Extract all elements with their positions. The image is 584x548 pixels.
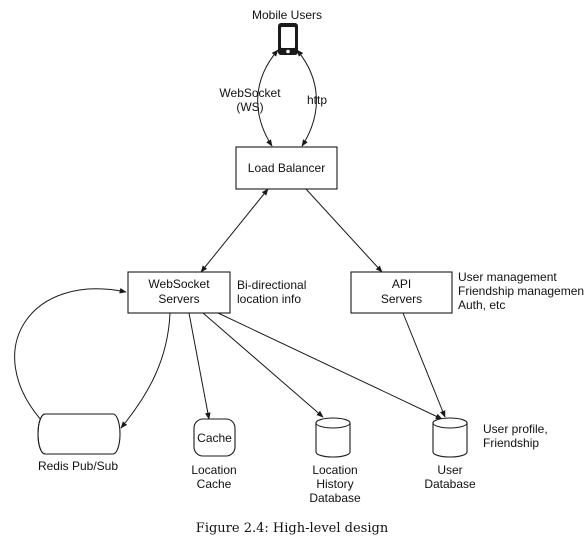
cache-inner-label: Cache	[197, 431, 232, 445]
location-history-db-cylinder	[315, 417, 351, 458]
edge-ws-cache	[188, 312, 211, 420]
websocket-edge-label-2: (WS)	[236, 100, 263, 114]
location-history-label-3: Database	[309, 491, 361, 505]
mobile-phone-icon	[278, 23, 298, 55]
websocket-servers-box	[127, 271, 231, 314]
edge-api-user-db	[402, 312, 446, 418]
location-history-label-2: History	[316, 477, 353, 491]
cache-box	[193, 418, 236, 457]
mobile-users-label: Mobile Users	[252, 8, 322, 22]
http-edge-label: http	[307, 93, 327, 107]
location-cache-label: Location	[191, 463, 236, 477]
edge-lb-websocket-servers	[200, 188, 269, 273]
redis-pubsub-label: Redis Pub/Sub	[38, 459, 118, 473]
user-db-cylinder	[432, 417, 468, 458]
location-cache-label-2: Cache	[197, 477, 232, 491]
bidirectional-annotation: Bi-directional	[237, 278, 306, 292]
edge-redis-loop	[14, 287, 127, 422]
bidirectional-annotation-2: location info	[237, 292, 301, 306]
user-db-label-2: Database	[424, 477, 476, 491]
edge-http-phone-lb	[296, 49, 317, 147]
websocket-servers-label: WebSocket	[148, 277, 210, 291]
websocket-edge-label: WebSocket	[219, 86, 281, 100]
user-db-label: User	[437, 463, 462, 477]
user-db-description-2: Friendship	[483, 436, 539, 450]
api-description-2: Friendship management	[458, 284, 584, 298]
figure-caption: Figure 2.4: High-level design	[196, 521, 389, 536]
edge-websocket-phone-lb	[257, 49, 279, 147]
location-history-label: Location	[312, 463, 357, 477]
edge-lb-api-servers	[305, 188, 383, 273]
api-servers-box	[350, 271, 453, 314]
edge-ws-location-history	[202, 312, 324, 418]
edge-ws-redis	[120, 312, 171, 429]
user-db-description: User profile,	[483, 422, 548, 436]
api-description: User management	[458, 270, 557, 284]
api-servers-label-2: Servers	[381, 292, 422, 306]
edge-ws-user-db	[217, 312, 443, 420]
load-balancer-box	[235, 146, 338, 190]
load-balancer-label: Load Balancer	[248, 161, 325, 175]
redis-pubsub-cylinder	[37, 413, 121, 455]
api-servers-label: API	[392, 277, 411, 291]
api-description-3: Auth, etc	[458, 298, 505, 312]
websocket-servers-label-2: Servers	[158, 292, 199, 306]
